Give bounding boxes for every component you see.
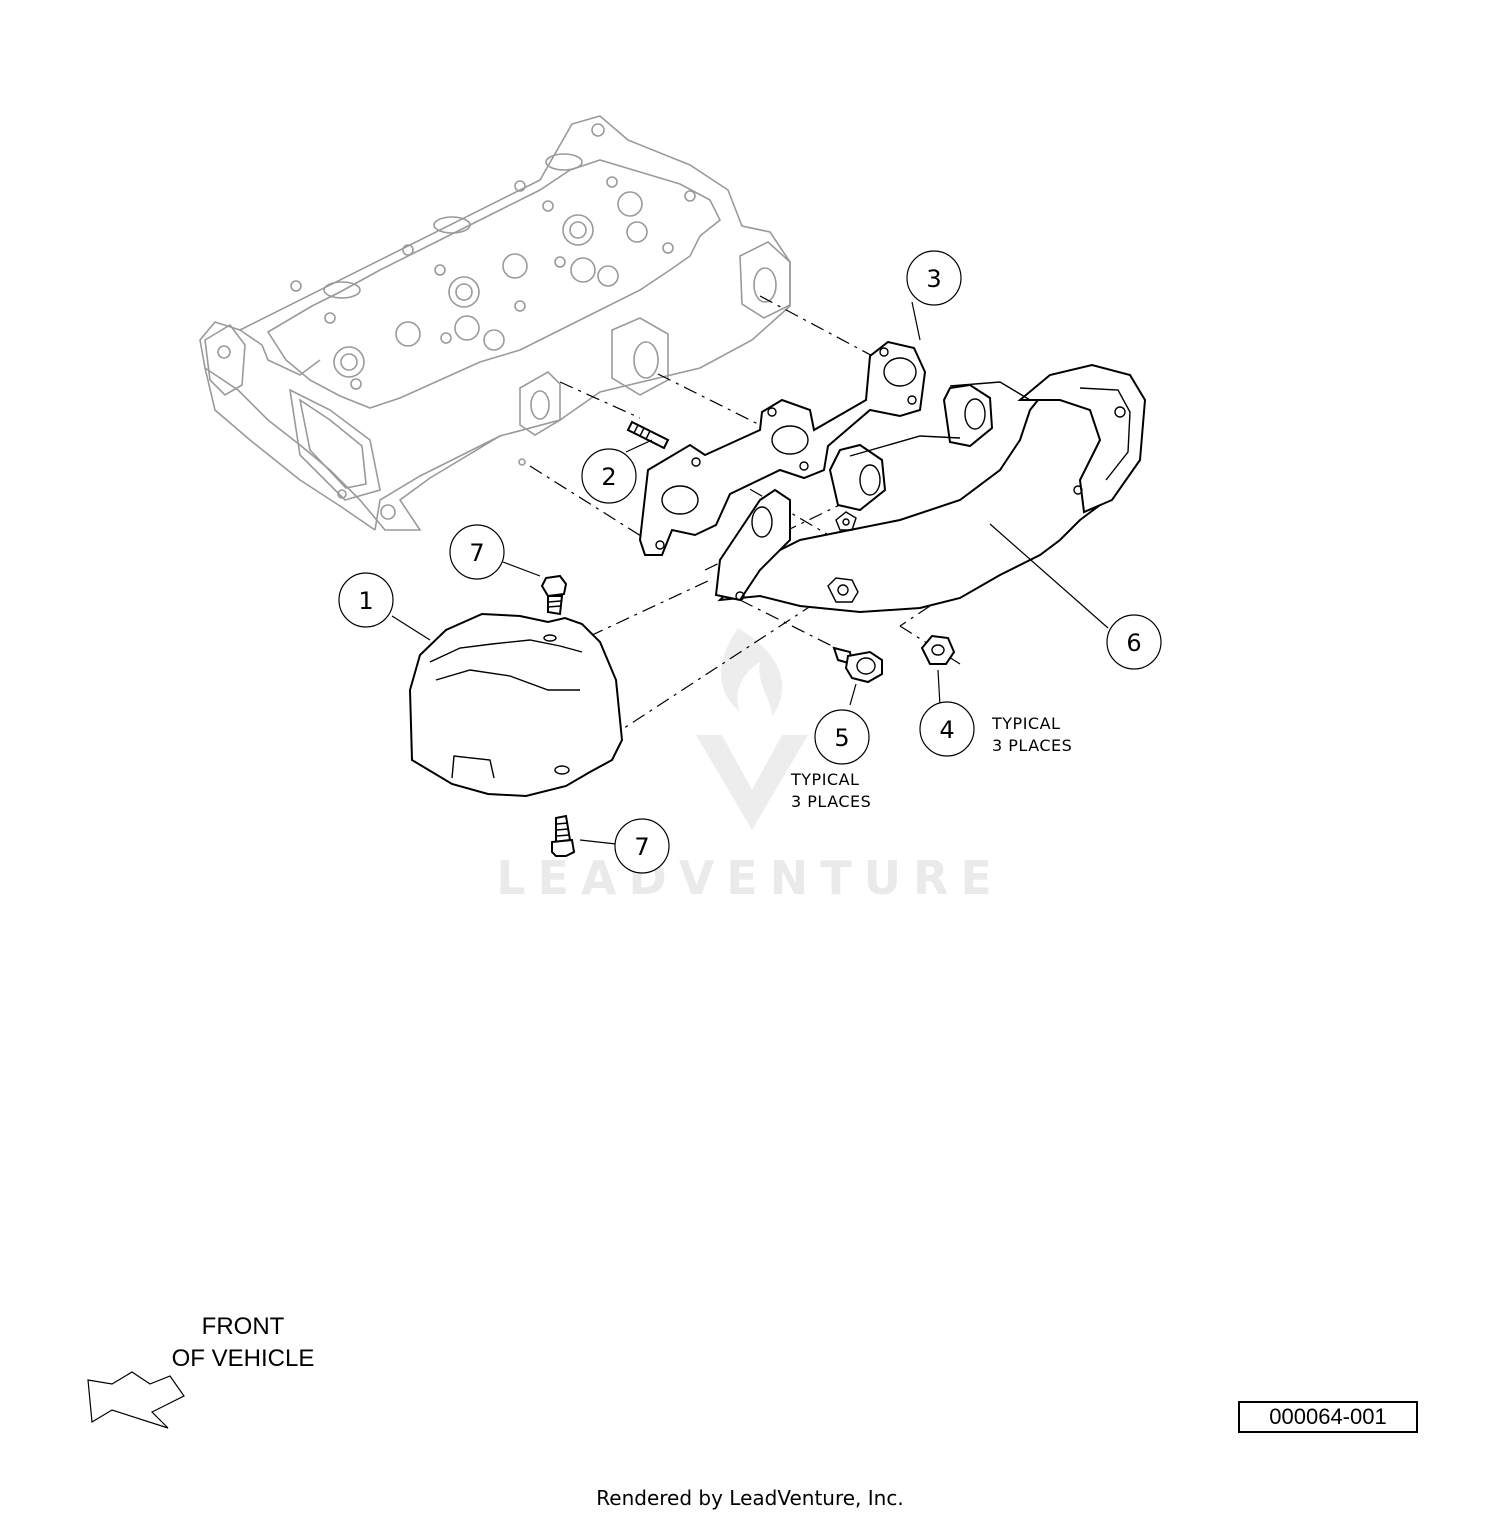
callout-7-bottom: 7 — [614, 818, 670, 874]
callout-4: 4 — [919, 701, 975, 757]
render-credit-footer: Rendered by LeadVenture, Inc. — [596, 1486, 904, 1510]
svg-text:2: 2 — [601, 463, 616, 491]
svg-text:5: 5 — [834, 724, 849, 752]
note-part-5: TYPICAL 3 PLACES — [790, 770, 871, 811]
callout-2: 2 — [581, 448, 637, 504]
drawing-reference-number: 000064-001 — [1238, 1401, 1418, 1433]
callout-1: 1 — [338, 572, 394, 628]
cylinder-head — [199, 115, 791, 531]
svg-text:7: 7 — [469, 539, 484, 567]
nut-part-4 — [920, 634, 956, 665]
leadventure-watermark: LEADVENTURE — [496, 628, 1004, 905]
svg-text:1: 1 — [358, 587, 373, 615]
svg-text:3 PLACES: 3 PLACES — [992, 736, 1072, 755]
front-of-vehicle-indicator: FRONT OF VEHICLE — [87, 1313, 315, 1429]
watermark-text: LEADVENTURE — [496, 851, 1004, 905]
front-label: FRONT — [202, 1313, 285, 1340]
front-arrow-icon — [87, 1371, 185, 1429]
callout-3: 3 — [906, 250, 962, 306]
stud-part-2 — [626, 420, 670, 450]
screw-part-7-top — [540, 574, 568, 616]
svg-text:7: 7 — [634, 833, 649, 861]
flange-bolt-part-5 — [832, 646, 883, 684]
callout-7-top: 7 — [449, 524, 505, 580]
svg-text:3: 3 — [926, 265, 941, 293]
callout-5: 5 — [814, 709, 870, 765]
screw-part-7-bottom — [551, 814, 576, 857]
exhaust-manifold-part-6 — [714, 363, 1147, 614]
svg-text:4: 4 — [939, 716, 954, 744]
leader-lines — [391, 301, 1109, 845]
heat-shield-part-1 — [408, 612, 624, 798]
svg-text:TYPICAL: TYPICAL — [991, 714, 1060, 733]
of-vehicle-label: OF VEHICLE — [172, 1345, 315, 1372]
svg-text:3 PLACES: 3 PLACES — [791, 792, 871, 811]
svg-text:TYPICAL: TYPICAL — [790, 770, 859, 789]
callout-6: 6 — [1106, 614, 1162, 670]
svg-text:6: 6 — [1126, 629, 1141, 657]
note-part-4: TYPICAL 3 PLACES — [991, 714, 1072, 755]
gasket-part-3 — [638, 340, 927, 556]
